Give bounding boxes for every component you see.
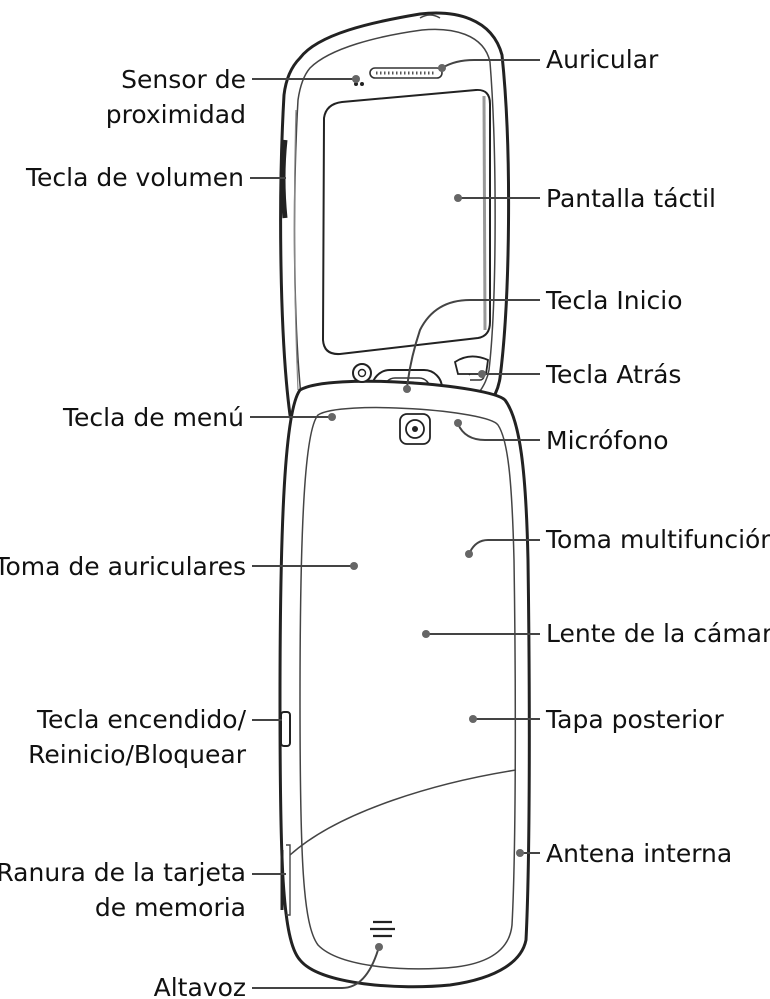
earpiece-grille bbox=[369, 67, 443, 79]
label-proximity-sensor-line1: Sensor de bbox=[121, 65, 246, 94]
back-label-group: Toma de auriculares Tecla encendido/ Rei… bbox=[0, 525, 770, 999]
back-body-outline bbox=[278, 379, 531, 989]
top-connector bbox=[419, 14, 441, 19]
label-back-key: Tecla Atrás bbox=[545, 360, 681, 389]
screen-bezel-shadow bbox=[482, 95, 487, 331]
front-leaders bbox=[250, 59, 540, 441]
front-label-group: Sensor de proximidad Tecla de volumen Te… bbox=[25, 45, 716, 455]
label-card-slot-line2: de memoria bbox=[95, 893, 246, 922]
label-back-cover: Tapa posterior bbox=[545, 705, 724, 734]
label-camera-lens: Lente de la cámara bbox=[546, 619, 770, 648]
label-power-key-line1: Tecla encendido/ bbox=[36, 705, 247, 734]
label-volume-key: Tecla de volumen bbox=[25, 163, 244, 192]
label-multifunction-jack: Toma multifunción bbox=[545, 525, 770, 554]
label-speaker: Altavoz bbox=[154, 973, 246, 999]
memory-card-slot-cover bbox=[286, 844, 291, 916]
camera-lens-center bbox=[412, 426, 418, 432]
back-cover-split-line bbox=[289, 769, 517, 856]
touch-screen bbox=[321, 88, 491, 356]
back-cover-outline bbox=[299, 406, 517, 970]
label-home-key: Tecla Inicio bbox=[545, 286, 683, 315]
label-proximity-sensor-line2: proximidad bbox=[106, 100, 246, 129]
multifunction-jack bbox=[453, 355, 489, 375]
label-menu-key: Tecla de menú bbox=[62, 403, 244, 432]
headset-jack-hole bbox=[357, 368, 367, 378]
speaker-grille bbox=[370, 920, 395, 938]
label-headset-jack: Toma de auriculares bbox=[0, 552, 246, 581]
back-leaders bbox=[252, 539, 540, 989]
label-power-key-line2: Reinicio/Bloquear bbox=[28, 740, 247, 769]
label-touch-screen: Pantalla táctil bbox=[546, 184, 716, 213]
front-left-edge bbox=[293, 109, 299, 391]
label-microphone: Micrófono bbox=[546, 426, 669, 455]
label-earpiece: Auricular bbox=[546, 45, 659, 74]
proximity-sensor bbox=[354, 82, 358, 86]
proximity-sensor-dot bbox=[360, 82, 364, 86]
phone-back-view bbox=[278, 355, 531, 989]
label-card-slot-line1: Ranura de la tarjeta bbox=[0, 858, 246, 887]
power-key[interactable] bbox=[280, 711, 291, 747]
label-internal-antenna: Antena interna bbox=[546, 839, 732, 868]
